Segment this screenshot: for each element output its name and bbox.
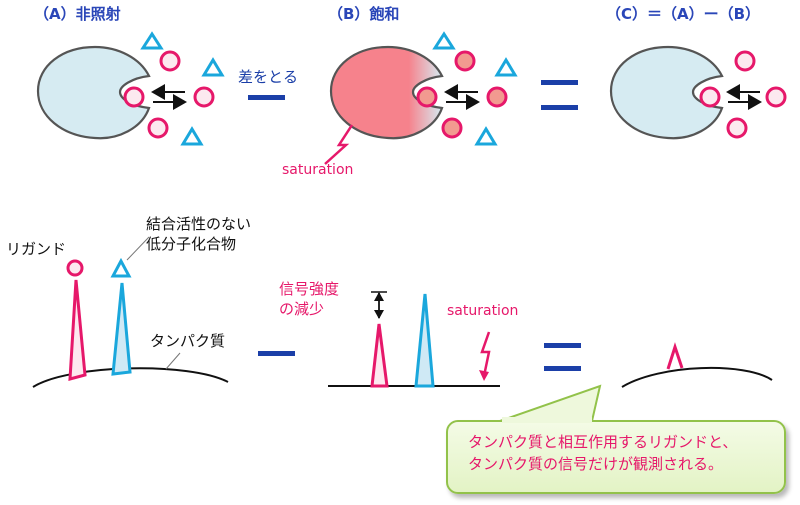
protein-shape-a <box>36 45 151 140</box>
triangle-b-2 <box>494 57 518 77</box>
equals-operator-bottom-upper <box>544 343 581 348</box>
ligand-c-top <box>734 50 756 72</box>
equals-operator-bottom-lower <box>544 366 581 371</box>
ligand-b-bottom <box>441 117 463 139</box>
leader-line-protein <box>165 352 181 370</box>
signal-decrease-label: 信号強度 の減少 <box>279 279 339 320</box>
panel-c-title: （C）＝（A）ー（B） <box>606 5 761 23</box>
ligand-b-top <box>454 50 476 72</box>
saturation-bolt-bottom-icon <box>480 331 491 377</box>
signal-decrease-line-1: 信号強度 <box>279 280 340 298</box>
saturation-label-bottom: saturation <box>447 303 519 319</box>
spectrum-a <box>32 236 229 388</box>
signal-decrease-line-2: の減少 <box>279 300 325 319</box>
protein-broad-signal-c <box>621 366 773 388</box>
triangle-a-2 <box>201 57 225 77</box>
panel-b <box>324 31 518 165</box>
ligand-free-a <box>193 86 215 108</box>
panel-c <box>609 45 787 140</box>
triangle-b-1 <box>432 31 456 50</box>
intensity-drop-arrowhead-down <box>374 310 384 319</box>
minus-operator-bottom <box>258 351 295 356</box>
ligand-a-bottom <box>147 117 169 139</box>
spectrum-c <box>621 342 773 388</box>
ligand-free-b <box>486 86 508 108</box>
protein-shape-c <box>609 45 724 140</box>
callout-line-2: タンパク質の信号だけが観測される。 <box>468 454 724 473</box>
triangle-b-3 <box>474 126 498 146</box>
panel-a <box>36 31 225 146</box>
nonbinding-peak-b <box>414 293 435 388</box>
leader-line-nonbinding <box>126 236 150 261</box>
saturation-bolt-bottom-tip <box>479 370 489 381</box>
nonbinding-peak-a <box>111 282 132 376</box>
callout-pointer-joint <box>502 417 592 423</box>
nonbinding-label-line-1: 結合活性のない <box>146 215 252 233</box>
callout-line-1: タンパク質と相互作用するリガンドと、 <box>468 433 738 451</box>
ligand-a-top <box>159 50 181 72</box>
protein-label: タンパク質 <box>150 332 226 350</box>
ligand-free-c <box>765 86 787 108</box>
triangle-a-1 <box>140 31 164 50</box>
ligand-symbol-a <box>66 259 84 277</box>
ligand-peak-c <box>666 342 684 370</box>
nonbinding-compound-label: 結合活性のない 低分子化合物 <box>146 215 251 254</box>
equals-operator-top-upper <box>541 80 578 85</box>
explanation-callout <box>446 420 786 494</box>
ligand-peak-a <box>68 279 87 381</box>
panel-b-title: （B）飽和 <box>328 5 400 23</box>
protein-shape-b-saturated <box>329 45 444 140</box>
panel-a-title: （A）非照射 <box>34 5 121 23</box>
ligand-label: リガンド <box>6 240 67 258</box>
ligand-bound-a <box>123 86 145 108</box>
ligand-peak-b <box>370 323 389 388</box>
spectrum-b <box>328 291 500 388</box>
ligand-bound-b <box>416 86 438 108</box>
triangle-symbol-a <box>110 257 132 278</box>
difference-label: 差をとる <box>238 68 299 86</box>
ligand-c-bottom <box>726 117 748 139</box>
callout-text: タンパク質と相互作用するリガンドと、 タンパク質の信号だけが観測される。 <box>468 432 737 476</box>
minus-operator-top <box>248 95 285 100</box>
ligand-bound-c <box>699 86 721 108</box>
saturation-bolt-top-icon <box>324 124 354 165</box>
saturation-label-top: saturation <box>282 162 354 178</box>
intensity-drop-arrowhead-up <box>374 292 384 301</box>
equals-operator-top-lower <box>541 105 578 110</box>
triangle-a-3 <box>180 126 204 146</box>
nonbinding-label-line-2: 低分子化合物 <box>146 234 237 253</box>
